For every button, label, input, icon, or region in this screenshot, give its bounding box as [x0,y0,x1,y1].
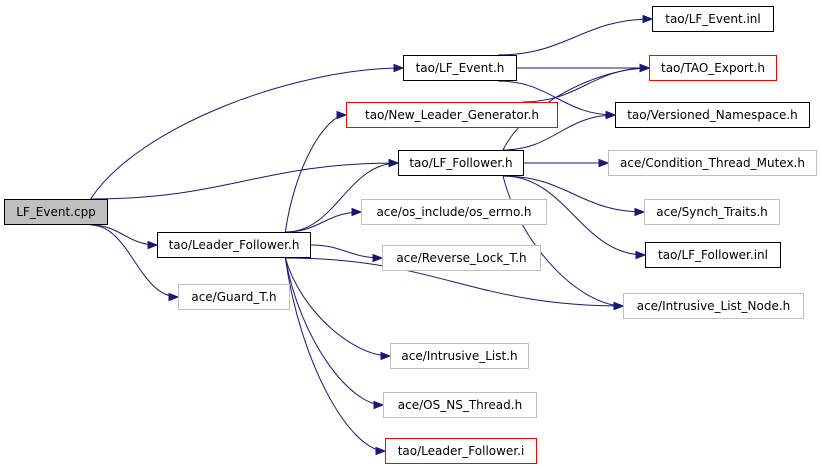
edge-tao-lf-follower-h-to-ace-synch-traits-h [502,175,645,213]
edge-tao-leader-follower-h-to-ace-os-errno-h [285,211,362,233]
node-ace-reverse-lock-t-h: ace/Reverse_Lock_T.h [382,245,541,271]
node-ace-condition-thread-mutex-h: ace/Condition_Thread_Mutex.h [608,150,817,176]
arrowhead-tao-lf-follower-h-to-tao-tao-export-h [639,63,651,73]
node-tao-leader-follower-h[interactable]: tao/Leader_Follower.h [157,232,311,258]
arrowhead-tao-leader-follower-h-to-tao-lf-follower-h [388,158,400,168]
node-ace-intrusive-list-node-h: ace/Intrusive_List_Node.h [623,293,804,319]
node-tao-versioned-namespace-h[interactable]: tao/Versioned_Namespace.h [615,102,810,128]
edge-tao-leader-follower-h-to-tao-leader-follower-i [284,257,386,452]
edge-tao-lf-event-h-to-tao-lf-event-inl [497,18,653,56]
edge-tao-leader-follower-h-to-ace-intrusive-list-h [284,257,391,357]
arrowhead-tao-lf-event-h-to-tao-lf-event-inl [642,14,654,24]
node-ace-synch-traits-h: ace/Synch_Traits.h [644,199,780,225]
edge-tao-leader-follower-h-to-ace-reverse-lock-t-h [310,244,383,259]
arrowhead-tao-lf-follower-h-to-ace-synch-traits-h [634,207,646,217]
node-tao-tao-export-h[interactable]: tao/TAO_Export.h [649,55,777,81]
node-ace-os-ns-thread-h: ace/OS_NS_Thread.h [383,392,537,418]
edge-lf-event-cpp-to-tao-leader-follower-h [90,224,158,246]
edges-layer [90,14,654,456]
edge-lf-event-cpp-to-tao-lf-event-h [90,67,404,200]
node-ace-intrusive-list-h: ace/Intrusive_List.h [390,343,529,369]
node-ace-guard-t-h: ace/Guard_T.h [178,284,290,310]
arrowhead-tao-lf-follower-h-to-tao-lf-follower-inl [635,250,647,260]
arrowhead-tao-leader-follower-h-to-ace-intrusive-list-h [380,351,392,361]
edge-tao-lf-event-h-to-tao-versioned-namespace-h [497,80,616,116]
arrowhead-tao-leader-follower-h-to-ace-os-ns-thread-h [373,400,385,410]
node-tao-new-leader-generator-h[interactable]: tao/New_Leader_Generator.h [346,102,558,128]
node-lf-event-cpp[interactable]: LF_Event.cpp [4,199,108,225]
arrowhead-tao-leader-follower-h-to-tao-leader-follower-i [375,446,387,456]
edge-tao-lf-follower-h-to-ace-intrusive-list-node-h [502,175,624,307]
arrowhead-tao-lf-follower-h-to-tao-versioned-namespace-h [605,110,617,120]
arrowhead-lf-event-cpp-to-ace-guard-t-h [168,292,180,302]
node-ace-os-errno-h: ace/os_include/os_errno.h [361,199,547,225]
node-tao-lf-follower-h[interactable]: tao/LF_Follower.h [398,150,524,176]
node-tao-lf-event-h[interactable]: tao/LF_Event.h [403,55,517,81]
edge-tao-lf-follower-h-to-tao-tao-export-h [502,67,650,151]
edge-lf-event-cpp-to-tao-lf-follower-h [90,162,399,200]
arrowhead-tao-leader-follower-h-to-tao-new-leader-generator-h [336,110,348,120]
node-tao-leader-follower-i[interactable]: tao/Leader_Follower.i [385,438,537,464]
arrowhead-tao-leader-follower-h-to-ace-os-errno-h [351,207,363,217]
edge-lf-event-cpp-to-ace-guard-t-h [90,224,179,298]
edge-tao-leader-follower-h-to-tao-lf-follower-h [285,162,399,233]
arrowhead-tao-leader-follower-h-to-ace-reverse-lock-t-h [372,253,384,263]
edge-tao-leader-follower-h-to-tao-new-leader-generator-h [284,114,347,233]
node-tao-lf-event-inl[interactable]: tao/LF_Event.inl [652,6,774,32]
edge-tao-leader-follower-h-to-ace-os-ns-thread-h [284,257,384,406]
arrowhead-lf-event-cpp-to-tao-leader-follower-h [147,240,159,250]
edge-tao-leader-follower-h-to-ace-intrusive-list-node-h [285,257,624,307]
node-tao-lf-follower-inl[interactable]: tao/LF_Follower.inl [645,242,781,268]
edge-tao-lf-follower-h-to-tao-lf-follower-inl [502,175,646,256]
arrowhead-tao-leader-follower-h-to-ace-intrusive-list-node-h [613,301,625,311]
edge-tao-new-leader-generator-h-to-tao-tao-export-h [522,67,650,103]
arrowhead-tao-lf-follower-h-to-ace-condition-thread-mutex-h [598,158,610,168]
edge-tao-lf-follower-h-to-tao-versioned-namespace-h [502,114,616,151]
arrowhead-lf-event-cpp-to-tao-lf-event-h [393,63,405,73]
